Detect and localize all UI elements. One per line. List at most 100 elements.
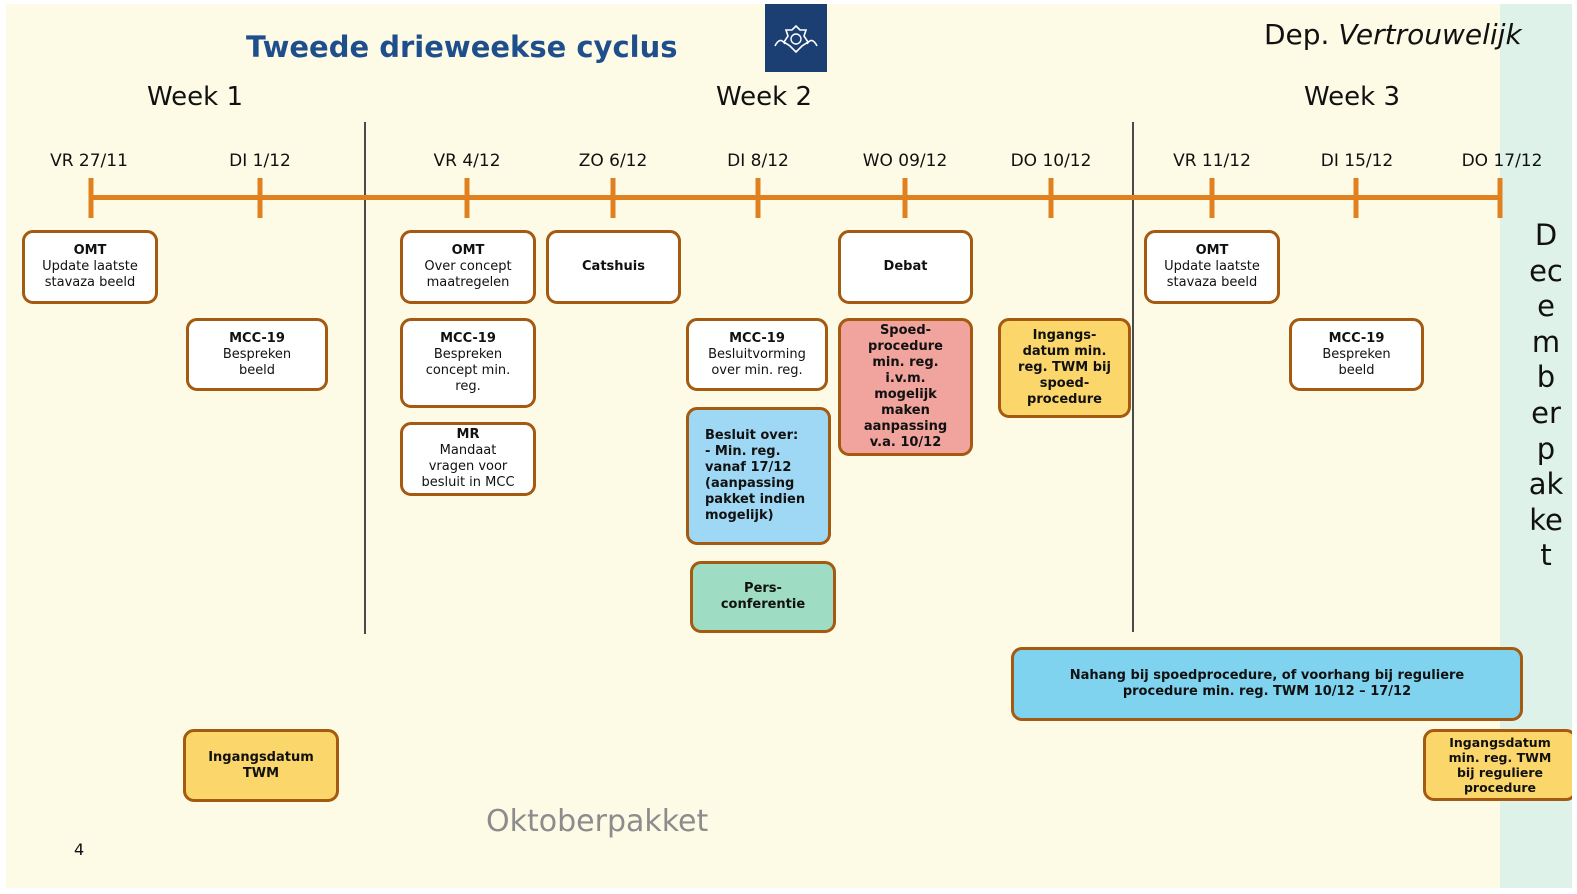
event-line: aanpassing: [863, 419, 948, 434]
event-line: reg. TWM bij: [1018, 360, 1111, 375]
event-catshuis: Catshuis: [546, 230, 681, 304]
event-line: Ingangs-: [1032, 328, 1097, 343]
event-ingangsdatum-twm: Ingangsdatum TWM: [183, 729, 339, 802]
week-2-label: Week 2: [715, 82, 813, 112]
event-nahang-voorhang: Nahang bij spoedprocedure, of voorhang b…: [1011, 647, 1523, 721]
page-number: 4: [74, 840, 85, 859]
day-label: DI 15/12: [1320, 151, 1394, 171]
event-line: vragen voor: [428, 459, 508, 474]
event-line: beeld: [1338, 362, 1375, 378]
event-line: Ingangsdatum: [1449, 735, 1551, 750]
event-debat: Debat: [838, 230, 973, 304]
event-omt-update: OMT Update laatste stavaza beeld: [22, 230, 158, 304]
event-mr-mandaat: MR Mandaat vragen voor besluit in MCC: [400, 422, 536, 496]
event-title: MCC-19: [1328, 330, 1385, 346]
event-spoedprocedure: Spoed- procedure min. reg. i.v.m. mogeli…: [838, 318, 973, 456]
event-line: maken: [881, 403, 930, 418]
event-line: i.v.m.: [885, 371, 926, 386]
slide: Tweede drieweekse cyclus Dep. Vertrouwel…: [6, 4, 1572, 888]
event-line: Spoed-: [879, 323, 932, 338]
event-line: conferentie: [720, 597, 806, 612]
day-label: DO 10/12: [1010, 151, 1092, 171]
event-title: MCC-19: [729, 330, 785, 346]
event-line: Nahang bij spoedprocedure, of voorhang b…: [1069, 668, 1465, 683]
event-line: procedure min. reg. TWM 10/12 – 17/12: [1122, 684, 1412, 699]
timeline-tick: [257, 178, 263, 218]
event-line: Update laatste: [1164, 259, 1260, 274]
event-line: min. reg.: [872, 355, 939, 370]
event-line: concept min.: [425, 363, 511, 378]
classification-level: Vertrouwelijk: [1338, 18, 1522, 51]
oktoberpakket-label: Oktoberpakket: [486, 804, 709, 839]
event-line: v.a. 10/12: [869, 435, 942, 450]
event-line: Debat: [883, 259, 928, 274]
event-line: procedure: [1463, 780, 1537, 795]
rijksoverheid-logo: [765, 4, 827, 72]
day-label: DI 8/12: [727, 151, 789, 171]
classification-prefix: Dep.: [1264, 18, 1330, 51]
slide-title: Tweede drieweekse cyclus: [246, 30, 678, 64]
crest-icon: [774, 24, 818, 54]
event-mcc19-bespreken-week3: MCC-19 Bespreken beeld: [1289, 318, 1424, 391]
timeline-tick: [464, 178, 470, 218]
event-line: procedure: [1027, 392, 1102, 407]
event-mcc19-bespreken: MCC-19 Bespreken beeld: [186, 318, 328, 391]
timeline-axis: [90, 195, 1500, 200]
event-persconferentie: Pers- conferentie: [690, 561, 836, 633]
timeline-tick: [1353, 178, 1359, 218]
week-3-label: Week 3: [1303, 82, 1401, 112]
event-line: reg.: [455, 379, 481, 394]
event-line: Besluitvorming: [708, 346, 806, 362]
day-label: VR 11/12: [1173, 151, 1251, 171]
event-line: stavaza beeld: [44, 275, 136, 290]
event-line: mogelijk: [874, 387, 937, 402]
event-line: bij reguliere: [1456, 765, 1544, 780]
event-line: besluit in MCC: [421, 475, 515, 490]
week-divider-2: [1132, 122, 1134, 632]
classification-label: Dep. Vertrouwelijk: [1264, 18, 1522, 51]
event-mcc19-concept: MCC-19 Bespreken concept min. reg.: [400, 318, 536, 408]
timeline-tick: [902, 178, 908, 218]
event-line: Ingangsdatum: [208, 749, 314, 765]
day-label: ZO 6/12: [578, 151, 648, 171]
event-line: Bespreken: [222, 346, 292, 362]
event-line: maatregelen: [426, 275, 510, 290]
event-line: datum min.: [1022, 344, 1107, 359]
event-omt-concept: OMT Over concept maatregelen: [400, 230, 536, 304]
timeline-tick: [88, 178, 94, 218]
timeline-tick: [755, 178, 761, 218]
week-divider-1: [364, 122, 366, 634]
event-line: (aanpassing: [705, 476, 795, 491]
event-title: OMT: [1195, 243, 1229, 258]
event-line: procedure: [868, 339, 943, 354]
event-title: MCC-19: [229, 330, 285, 346]
day-label: VR 27/11: [50, 151, 128, 171]
event-title: OMT: [73, 243, 107, 258]
timeline-tick: [1048, 178, 1054, 218]
decemberpakket-label: Decemberpakket: [1528, 218, 1564, 573]
event-line: - Min. reg.: [705, 444, 781, 459]
day-label: DO 17/12: [1461, 151, 1543, 171]
event-line: Besluit over:: [705, 428, 799, 443]
timeline-tick: [1497, 178, 1503, 218]
event-line: stavaza beeld: [1166, 275, 1258, 290]
day-label: VR 4/12: [433, 151, 501, 171]
event-omt-update-week3: OMT Update laatste stavaza beeld: [1144, 230, 1280, 304]
event-line: vanaf 17/12: [705, 460, 792, 475]
timeline-tick: [1209, 178, 1215, 218]
event-line: TWM: [242, 765, 280, 781]
event-line: beeld: [238, 362, 276, 378]
week-1-label: Week 1: [146, 82, 244, 112]
event-line: Update laatste: [42, 259, 138, 274]
event-line: pakket indien: [705, 492, 806, 507]
event-line: Over concept: [424, 259, 512, 274]
event-line: Pers-: [744, 581, 782, 596]
event-line: Bespreken: [1322, 346, 1391, 362]
event-line: over min. reg.: [711, 362, 803, 378]
day-label: WO 09/12: [862, 151, 948, 171]
event-title: OMT: [451, 243, 485, 258]
event-line: Mandaat: [439, 443, 497, 458]
event-line: mogelijk): [705, 508, 774, 523]
event-line: spoed-: [1039, 376, 1090, 391]
event-title: MCC-19: [440, 331, 496, 346]
